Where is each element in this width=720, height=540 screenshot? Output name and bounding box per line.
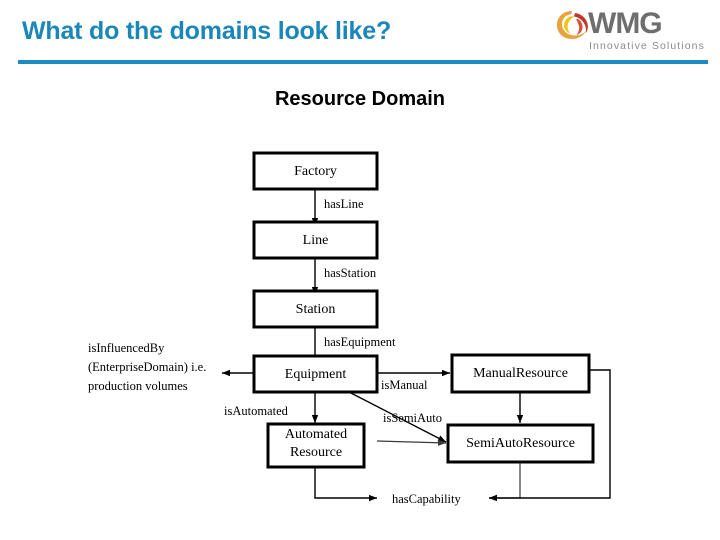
edge-semiauto-to-hascapability: [489, 462, 521, 502]
edge-label-hasline: hasLine: [324, 197, 364, 211]
resource-domain-diagram: Factory Line Station Equipment ManualRes…: [0, 130, 720, 540]
node-manual-resource-box[interactable]: [450, 353, 591, 394]
slide-header: What do the domains look like? WMG Innov…: [0, 0, 720, 66]
node-manual-resource[interactable]: ManualResource: [450, 353, 591, 394]
node-equipment-box[interactable]: [252, 354, 379, 394]
node-station-label: Station: [296, 302, 336, 317]
annotation-isinfluencedby: isInfluencedBy (EnterpriseDomain) i.e. p…: [88, 341, 206, 393]
node-automated-resource-label-line1: Automated: [285, 427, 347, 442]
wmg-logo: WMG Innovative Solutions: [556, 8, 708, 56]
node-station-box[interactable]: [252, 289, 379, 329]
node-line-box[interactable]: [252, 220, 379, 260]
node-factory-box[interactable]: [252, 151, 379, 191]
node-factory[interactable]: Factory: [252, 151, 379, 191]
node-line-label: Line: [303, 233, 329, 248]
page-title: What do the domains look like?: [22, 17, 392, 45]
logo-wordmark: WMG: [588, 7, 663, 40]
header-divider: [18, 60, 708, 64]
node-manual-resource-label: ManualResource: [473, 366, 568, 381]
node-equipment[interactable]: Equipment: [252, 354, 379, 394]
edge-label-hascapability: hasCapability: [392, 492, 461, 506]
node-automated-resource-label-line2: Resource: [290, 445, 342, 460]
edge-label-ismanual: isManual: [381, 378, 428, 392]
node-semiauto-resource[interactable]: SemiAutoResource: [446, 423, 595, 464]
wmg-swirl-icon: [556, 10, 590, 40]
edge-manual-to-hascapability: [489, 369, 611, 502]
node-factory-label: Factory: [294, 164, 337, 179]
node-station[interactable]: Station: [252, 289, 379, 329]
edge-label-isautomated: isAutomated: [224, 404, 289, 418]
node-equipment-label: Equipment: [285, 367, 347, 382]
edge-label-hasequipment: hasEquipment: [324, 335, 396, 349]
annotation-line-3: production volumes: [88, 379, 188, 393]
node-semiauto-resource-label: SemiAutoResource: [466, 436, 575, 451]
edge-equipment-to-semiauto: [348, 391, 447, 443]
section-heading: Resource Domain: [274, 88, 446, 110]
node-semiauto-resource-box[interactable]: [446, 423, 595, 464]
node-automated-resource-box[interactable]: [266, 422, 366, 469]
edge-label-hasstation: hasStation: [324, 266, 377, 280]
node-line[interactable]: Line: [252, 220, 379, 260]
logo-tagline: Innovative Solutions: [589, 40, 705, 52]
annotation-line-1: isInfluencedBy: [88, 341, 165, 355]
annotation-line-2: (EnterpriseDomain) i.e.: [88, 360, 206, 374]
edge-label-issemiauto: isSemiAuto: [383, 411, 442, 425]
edge-automated-to-hascapability: [314, 460, 377, 502]
node-automated-resource[interactable]: Automated Resource: [266, 422, 366, 469]
edge-automated-to-semiauto: [376, 439, 447, 446]
